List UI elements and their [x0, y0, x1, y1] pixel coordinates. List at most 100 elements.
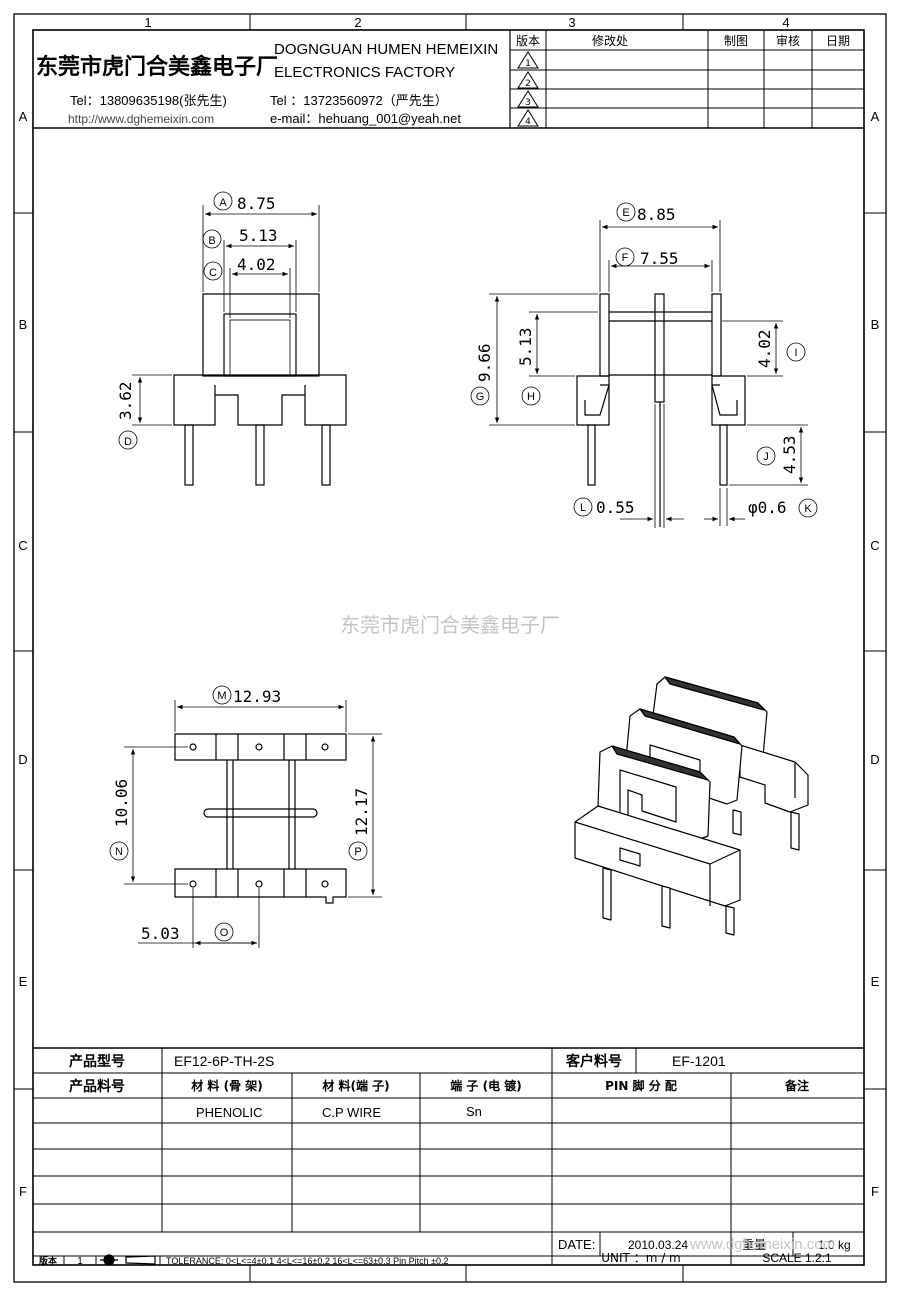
sheet-border	[13, 13, 887, 1283]
balloon-k: K	[804, 503, 812, 515]
rev-header-drawn: 制图	[724, 34, 748, 48]
material-pin-label: 材 料(端 子)	[321, 1078, 389, 1093]
front-view-labels: A B C D 8.75 5.13 4.02 3.62	[116, 194, 278, 448]
material-pin-value: C.P WIRE	[322, 1105, 381, 1120]
balloon-f: F	[622, 252, 629, 264]
material-bobbin-label: 材 料 (骨 架)	[190, 1078, 263, 1093]
dim-o-value: 5.03	[141, 924, 180, 943]
dim-k-value: φ0.6	[748, 498, 787, 517]
border-row-b-left: B	[19, 317, 28, 332]
dim-h-value: 5.13	[516, 327, 535, 366]
border-labels: 1 2 3 4 A B C D E F A B C D E F	[18, 15, 879, 1199]
balloon-n: N	[115, 846, 123, 858]
tolerance-text: TOLERANCE: 0<L<=4±0.1 4<L<=16±0.2 16<L<=…	[166, 1256, 449, 1266]
dim-j-value: 4.53	[780, 435, 799, 474]
header-block: 东莞市虎门合美鑫电子厂 DOGNGUAN HUMEN HEMEIXIN ELEC…	[33, 30, 864, 129]
balloon-b: B	[208, 235, 215, 247]
bottom-view-drawing	[174, 733, 347, 904]
balloon-i: I	[794, 347, 797, 359]
customer-no-value: EF-1201	[672, 1053, 726, 1069]
border-col-3: 3	[568, 15, 575, 30]
balloon-l: L	[580, 502, 586, 514]
border-row-a-right: A	[871, 109, 880, 124]
border-row-c-left: C	[18, 538, 27, 553]
rev-header-modification: 修改处	[592, 33, 628, 48]
company-name-cn: 东莞市虎门合美鑫电子厂	[36, 54, 278, 80]
product-model-label: 产品型号	[69, 1053, 125, 1070]
company-url: http://www.dghemeixin.com	[68, 112, 214, 126]
balloon-j: J	[763, 451, 769, 463]
rev-row-4-number: 4	[525, 117, 531, 127]
company-name-en-2: ELECTRONICS FACTORY	[274, 64, 455, 81]
weight-label: 重量	[742, 1238, 766, 1252]
balloon-e: E	[622, 207, 629, 219]
border-row-f-right: F	[871, 1184, 879, 1199]
border-row-b-right: B	[871, 317, 880, 332]
revision-table-text: 版本 修改处 制图 审核 日期 1 2 3 4	[516, 33, 850, 127]
balloon-a: A	[219, 197, 227, 209]
rev-row-2-number: 2	[525, 79, 531, 89]
front-view-drawing	[173, 293, 347, 486]
dim-b-value: 5.13	[239, 226, 278, 245]
scale-label: SCALE 1.2:1	[762, 1251, 832, 1265]
dim-p-value: 12.17	[352, 788, 371, 836]
dim-f-value: 7.55	[640, 249, 679, 268]
bottom-view-labels: M N P O 12.93 10.06 12.17 5.03	[112, 687, 371, 943]
dim-i-value: 4.02	[755, 329, 774, 368]
dim-m-value: 12.93	[233, 687, 281, 706]
dim-e-value: 8.85	[637, 205, 676, 224]
dim-l-value: 0.55	[596, 498, 635, 517]
title-block-grid	[33, 1047, 864, 1265]
rev-header-date: 日期	[826, 34, 850, 48]
bottom-view-dimensions	[109, 685, 382, 948]
dim-a-value: 8.75	[237, 194, 276, 213]
revision-table	[510, 30, 864, 128]
dim-g-value: 9.66	[475, 343, 494, 382]
border-row-d-right: D	[870, 752, 879, 767]
rev-header-checked: 审核	[776, 33, 800, 48]
border-row-e-left: E	[19, 974, 28, 989]
product-model-value: EF12-6P-TH-2S	[174, 1053, 274, 1069]
company-tel-1: Tel：13809635198(张先生)	[70, 93, 227, 108]
remarks-label: 备注	[784, 1078, 809, 1093]
product-no-label: 产品料号	[69, 1078, 125, 1095]
border-row-e-right: E	[871, 974, 880, 989]
border-row-a-left: A	[19, 109, 28, 124]
border-col-2: 2	[354, 15, 361, 30]
customer-no-label: 客户料号	[565, 1053, 622, 1070]
date-label: DATE:	[558, 1237, 595, 1252]
footer-watermark: www.dghemeixin.com	[689, 1236, 835, 1253]
balloon-o: O	[220, 927, 229, 939]
date-value: 2010.03.24	[628, 1238, 688, 1252]
balloon-d: D	[124, 436, 132, 448]
side-view-drawing	[576, 293, 746, 527]
border-row-f-left: F	[19, 1184, 27, 1199]
dim-c-value: 4.02	[237, 255, 276, 274]
border-col-1: 1	[144, 15, 151, 30]
border-row-c-right: C	[870, 538, 879, 553]
terminal-plating-value: Sn	[466, 1104, 482, 1119]
version-value: 1	[77, 1256, 83, 1267]
front-view-dimensions	[118, 191, 320, 450]
balloon-h: H	[527, 391, 535, 403]
dim-d-value: 3.62	[116, 381, 135, 420]
balloon-m: M	[217, 690, 226, 702]
terminal-plating-label: 端 子 (电 镀)	[450, 1078, 522, 1093]
weight-value: 1.0 kg	[818, 1238, 851, 1252]
rev-row-3-number: 3	[525, 98, 531, 108]
rev-header-version: 版本	[516, 34, 540, 48]
balloon-g: G	[476, 391, 485, 403]
side-view-dimensions	[470, 202, 818, 528]
balloon-p: P	[354, 846, 361, 858]
rev-row-1-number: 1	[525, 59, 531, 69]
material-bobbin-value: PHENOLIC	[196, 1105, 262, 1120]
company-name-en-1: DOGNGUAN HUMEN HEMEIXIN	[274, 41, 498, 58]
dim-n-value: 10.06	[112, 779, 131, 827]
unit-label: UNIT ：m / m	[601, 1251, 681, 1265]
title-block-text: 产品型号 EF12-6P-TH-2S 客户料号 EF-1201 产品料号 材 料…	[38, 1053, 851, 1267]
company-tel-2: Tel ：13723560972（严先生）	[270, 93, 448, 108]
border-row-d-left: D	[18, 752, 27, 767]
version-label: 版本	[38, 1255, 58, 1267]
border-col-4: 4	[782, 15, 789, 30]
